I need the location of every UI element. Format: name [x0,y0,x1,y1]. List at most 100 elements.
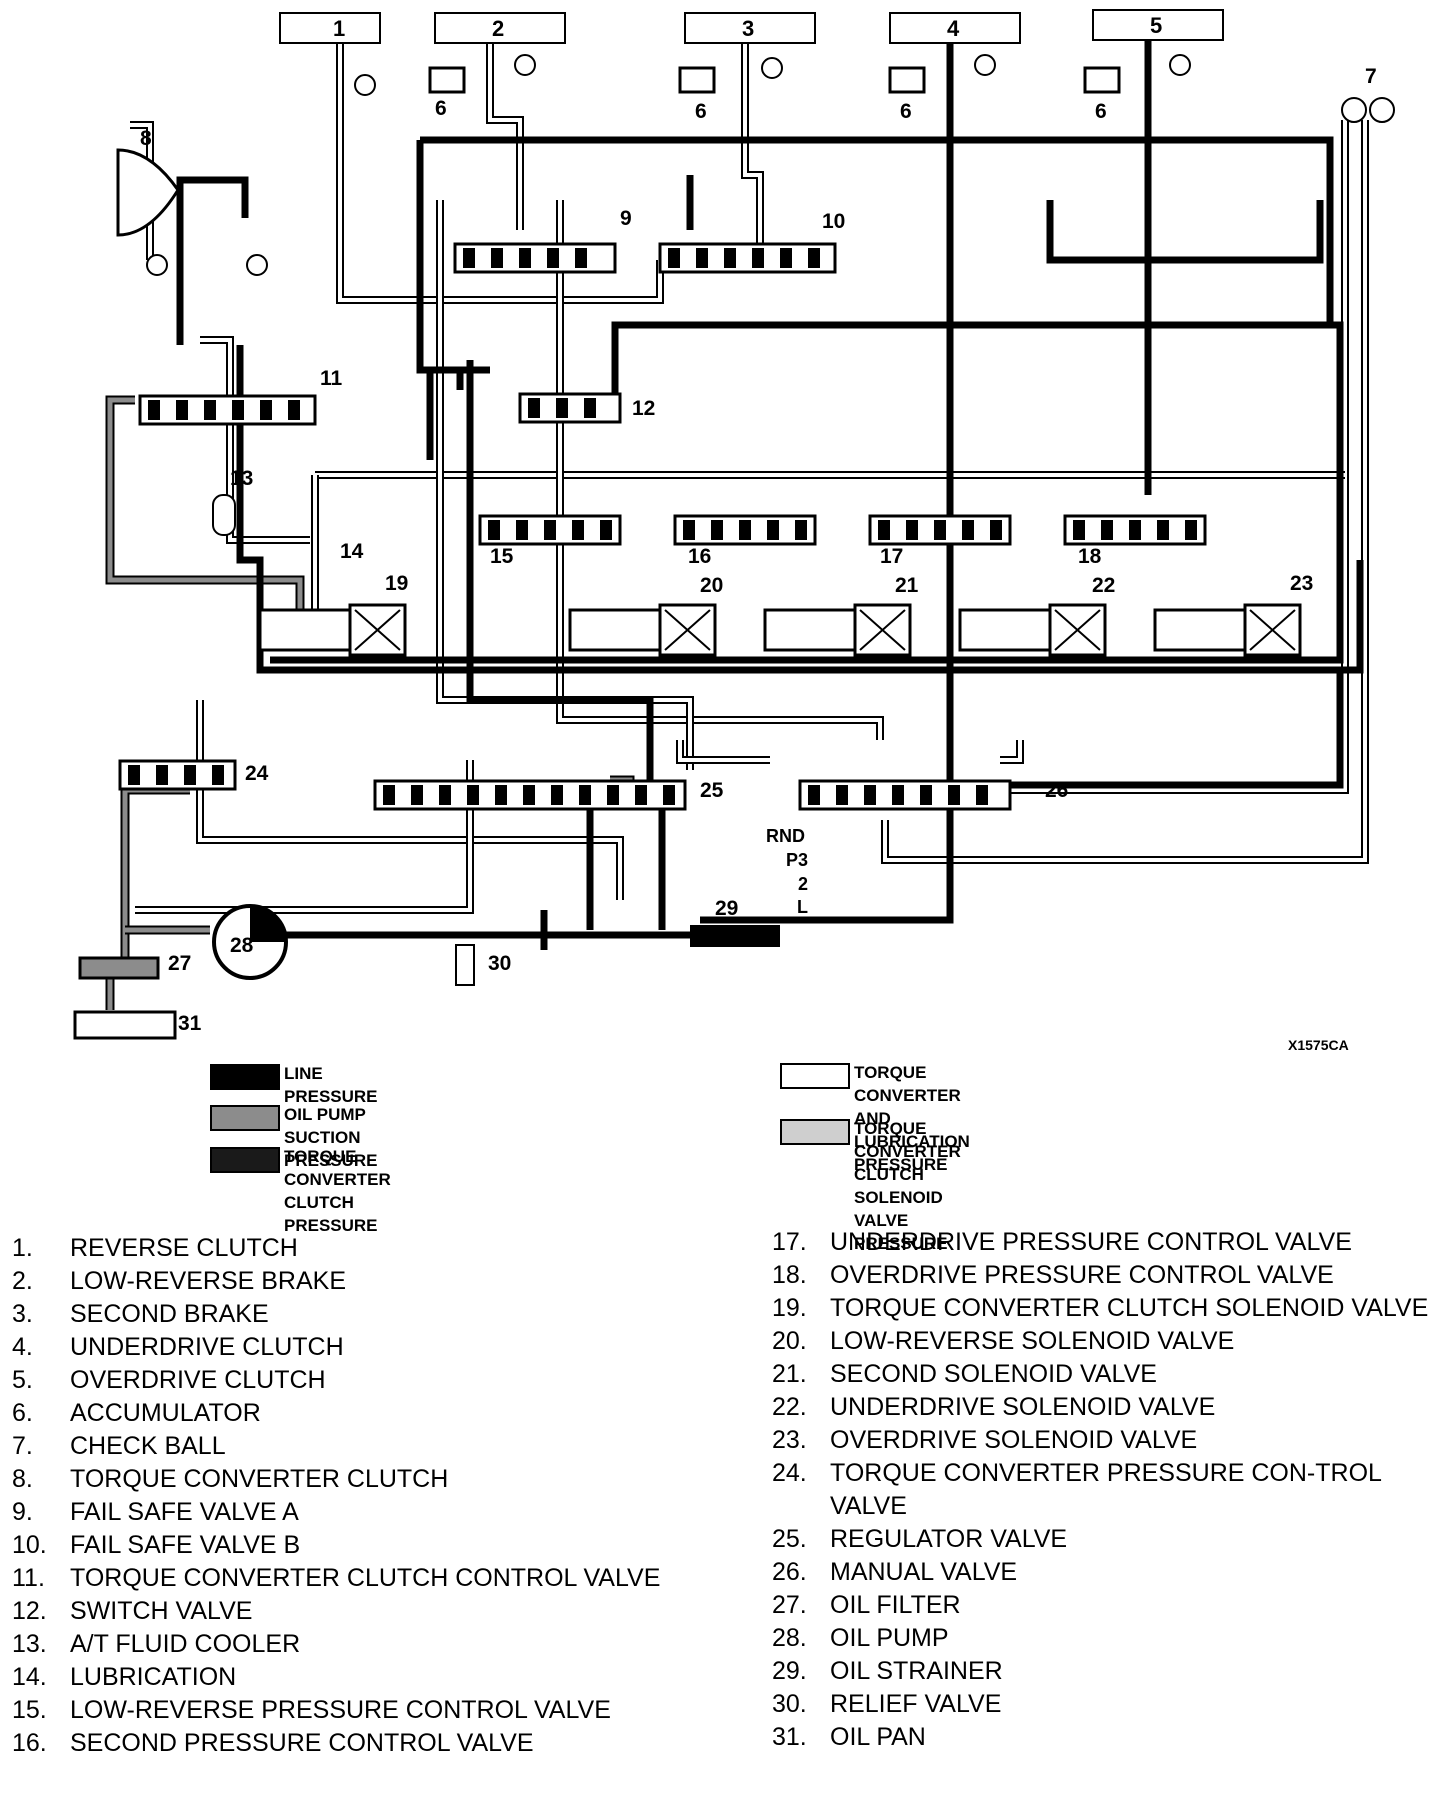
list-item: 3.SECOND BRAKE [12,1298,712,1331]
item-name: OVERDRIVE PRESSURE CONTROL VALVE [830,1261,1334,1289]
callout-13: 13 [230,467,253,490]
item-name: UNDERDRIVE PRESSURE CONTROL VALVE [830,1228,1352,1256]
callout-8: 8 [140,127,152,150]
list-item: 22.UNDERDRIVE SOLENOID VALVE [772,1391,1452,1424]
legend-swatch [210,1147,280,1173]
item-name: SECOND PRESSURE CONTROL VALVE [70,1729,534,1757]
list-item: 26.MANUAL VALVE [772,1556,1452,1589]
lubrication-lines [130,38,1369,914]
item-number: 15. [12,1696,47,1724]
item-name: FAIL SAFE VALVE A [70,1498,299,1526]
legend-label: OIL PUMP SUCTION PRESSURE [284,1105,378,1170]
callout-29: 29 [715,897,738,920]
item-name: UNDERDRIVE SOLENOID VALVE [830,1393,1216,1421]
item-name: REGULATOR VALVE [830,1525,1068,1553]
switch-valve-land [528,398,540,418]
item-number: 17. [772,1228,807,1256]
fail-safe-valve-a [453,242,617,274]
figure-code: X1575CA [1288,1037,1349,1053]
legend-label: TORQUE CONVERTER AND LUBRICATION PRESSUR… [854,1063,970,1174]
solenoid-valve [1153,608,1247,652]
item-number: 9. [12,1498,33,1526]
item-number: 11. [12,1564,45,1592]
lube-line-2-fill [488,40,522,230]
callout-30: 30 [488,952,511,975]
fluid-cooler-icon [212,494,236,536]
list-item: 9. FAIL SAFE VALVE A [12,1496,712,1529]
item-name: LOW-REVERSE BRAKE [70,1267,347,1295]
item-number: 7. [12,1432,33,1460]
list-item: 27.OIL FILTER [772,1589,1452,1622]
item-name: SECOND SOLENOID VALVE [830,1360,1157,1388]
check-ball-icon [1369,97,1395,123]
callout-14: 14 [340,540,364,563]
solenoid-coil-cross [664,609,711,651]
item-name: LOW-REVERSE PRESSURE CONTROL VALVE [70,1696,611,1724]
callout-18: 18 [1078,545,1102,568]
item-name: OIL PAN [830,1723,926,1751]
lp-reg-feed [466,360,654,790]
item-number: 29. [772,1657,807,1685]
chamber-box [889,12,1021,44]
fail-safe-valve-b-land [696,248,708,268]
pressure-control-valve-land [683,520,695,540]
callout-22: 22 [1092,574,1115,597]
item-name: OIL STRAINER [830,1657,1003,1685]
legend-swatch [780,1119,850,1145]
accumulator [1083,66,1121,94]
tc-pressure-control-valve-land [128,765,140,785]
callout-21: 21 [895,574,919,597]
oil-pan-icon [73,1010,177,1040]
item-number: 18. [772,1261,807,1289]
list-item: 7.CHECK BALL [12,1430,712,1463]
list-item: 8.TORQUE CONVERTER CLUTCH [12,1463,712,1496]
component-list-right: 17. UNDERDRIVE PRESSURE CONTROL VALVE 18. O… [772,1226,1452,1754]
item-name: UNDERDRIVE CLUTCH [70,1333,344,1361]
tc-pressure-control-valve-land [184,765,196,785]
fail-safe-valve-a-land [547,248,559,268]
fail-safe-valve-b-land [752,248,764,268]
pressure-control-valve-land [572,520,584,540]
tcc-control-valve-land [260,400,272,420]
legend-swatch [210,1105,280,1131]
callout-6: 6 [1095,100,1107,123]
callout-17: 17 [880,545,903,568]
item-name: TORQUE CONVERTER PRESSURE CON-TROL VALVE [830,1459,1382,1520]
callout-6: 6 [900,100,912,123]
lube-line-12-fill [438,200,692,770]
item-number: 14. [12,1663,47,1691]
item-number: 12. [12,1597,47,1625]
accumulator [428,66,466,94]
fail-safe-valve-a-land [463,248,475,268]
pressure-control-valve-land [739,520,751,540]
pressure-control-valve-land [600,520,612,540]
item-number: 24. [772,1459,807,1487]
manual-valve-land [864,785,876,805]
oil-pump-segment [250,906,286,942]
list-item: 2. LOW-REVERSE BRAKE [12,1265,712,1298]
callout-23: 23 [1290,572,1313,595]
callout-16: 16 [688,545,711,568]
list-item: 10.FAIL SAFE VALVE B [12,1529,712,1562]
item-number: 6. [12,1399,33,1427]
item-number: 30. [772,1690,807,1718]
gauge-icon [1169,54,1191,76]
regulator-valve-land [635,785,647,805]
suction-line-1 [105,395,305,620]
item-number: 5. [12,1366,33,1394]
solenoid-valve [258,608,352,652]
list-item: 17. UNDERDRIVE PRESSURE CONTROL VALVE [772,1226,1452,1259]
pressure-control-valve-land [878,520,890,540]
lube-line-15 [1000,740,1024,764]
callout-31: 31 [178,1012,202,1035]
item-number: 19. [772,1294,807,1322]
solenoid-coil-cross [354,609,401,651]
fail-safe-valve-b-land [668,248,680,268]
list-item: 28.OIL PUMP [772,1622,1452,1655]
gauge-icon [761,57,783,79]
item-number: 2. [12,1267,33,1295]
regulator-valve-land [579,785,591,805]
gauge-icon [514,54,536,76]
